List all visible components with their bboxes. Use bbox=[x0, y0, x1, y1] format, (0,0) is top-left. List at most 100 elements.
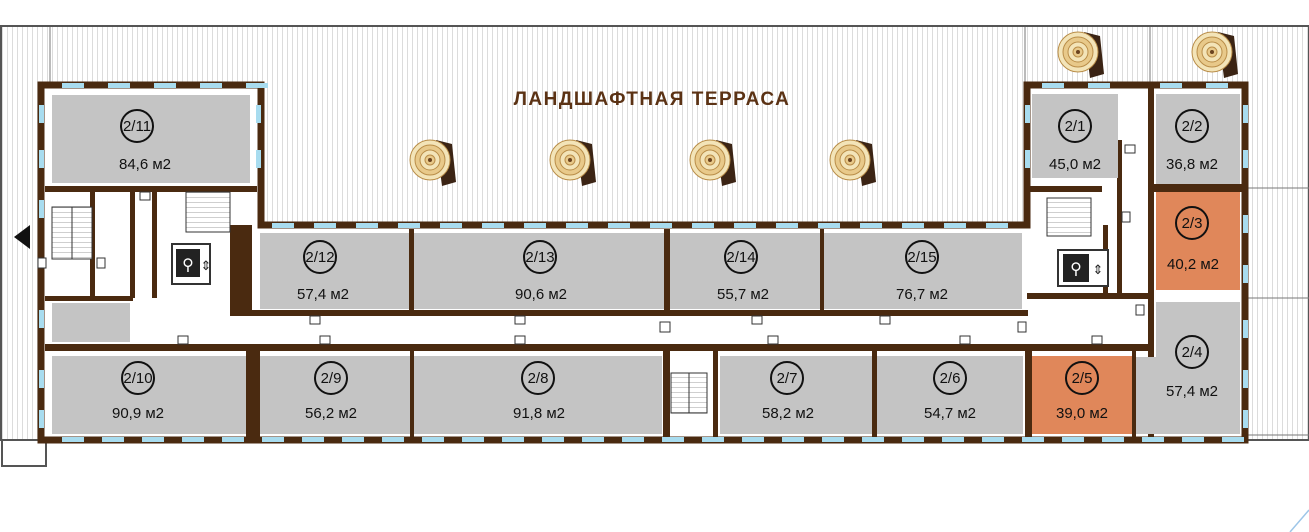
window bbox=[860, 223, 882, 228]
window bbox=[1088, 83, 1110, 88]
window bbox=[182, 437, 204, 442]
window bbox=[862, 437, 884, 442]
window bbox=[1182, 437, 1204, 442]
umbrella-icon bbox=[1057, 31, 1104, 78]
room-2-13[interactable]: 2/13 90,6 м2 bbox=[414, 233, 664, 309]
room-2-10[interactable]: 2/10 90,9 м2 bbox=[52, 356, 246, 434]
utility-room bbox=[52, 303, 130, 342]
room-area: 36,8 м2 bbox=[1166, 156, 1218, 173]
window bbox=[1206, 83, 1228, 88]
room-2-3[interactable]: 2/3 40,2 м2 bbox=[1156, 192, 1240, 290]
window bbox=[566, 223, 588, 228]
window bbox=[582, 437, 604, 442]
window bbox=[1243, 320, 1248, 338]
window bbox=[1142, 437, 1164, 442]
window bbox=[108, 83, 130, 88]
window bbox=[62, 83, 84, 88]
window bbox=[440, 223, 462, 228]
room-number: 2/10 bbox=[123, 370, 152, 387]
window bbox=[302, 437, 324, 442]
room-number: 2/14 bbox=[726, 249, 755, 266]
umbrella-icon bbox=[689, 139, 736, 186]
room-area: 58,2 м2 bbox=[762, 405, 814, 422]
window bbox=[102, 437, 124, 442]
window bbox=[39, 310, 44, 328]
door-icon bbox=[37, 144, 1145, 345]
room-2-6[interactable]: 2/6 54,7 м2 bbox=[877, 356, 1023, 434]
svg-text:⇕: ⇕ bbox=[201, 259, 212, 274]
room-dividers bbox=[246, 184, 1244, 438]
window bbox=[1022, 437, 1044, 442]
window bbox=[382, 437, 404, 442]
room-number: 2/13 bbox=[525, 249, 554, 266]
window bbox=[256, 150, 261, 168]
room-number: 2/4 bbox=[1182, 344, 1203, 361]
window bbox=[39, 150, 44, 168]
window bbox=[422, 437, 444, 442]
window bbox=[1222, 437, 1244, 442]
elevator-icon: ⚲ ⇕ ⚲ ⇕ bbox=[171, 243, 1109, 287]
window bbox=[1025, 105, 1030, 123]
room-number: 2/11 bbox=[123, 118, 151, 135]
window bbox=[482, 223, 504, 228]
window bbox=[39, 200, 44, 218]
umbrella-icon bbox=[409, 139, 456, 186]
room-number: 2/5 bbox=[1072, 370, 1093, 387]
window bbox=[262, 437, 284, 442]
svg-text:⚲: ⚲ bbox=[1070, 259, 1082, 278]
room-area: 56,2 м2 bbox=[305, 405, 357, 422]
room-number: 2/15 bbox=[907, 249, 936, 266]
room-area: 39,0 м2 bbox=[1056, 405, 1108, 422]
room-2-11[interactable]: 2/11 84,6 м2 bbox=[52, 95, 250, 183]
room-2-5[interactable]: 2/5 39,0 м2 bbox=[1032, 356, 1132, 434]
window bbox=[1243, 215, 1248, 233]
window bbox=[246, 83, 268, 88]
room-area: 55,7 м2 bbox=[717, 286, 769, 303]
room-2-7[interactable]: 2/7 58,2 м2 bbox=[720, 356, 872, 434]
window bbox=[742, 437, 764, 442]
window bbox=[944, 223, 966, 228]
window bbox=[692, 223, 714, 228]
window bbox=[982, 437, 1004, 442]
corner-line bbox=[1289, 509, 1309, 532]
window bbox=[502, 437, 524, 442]
room-2-15[interactable]: 2/15 76,7 м2 bbox=[824, 233, 1022, 309]
room-area: 45,0 м2 bbox=[1049, 156, 1101, 173]
room-2-1[interactable]: 2/1 45,0 м2 bbox=[1032, 94, 1118, 178]
window bbox=[622, 437, 644, 442]
room-number: 2/1 bbox=[1065, 118, 1086, 135]
window bbox=[902, 223, 924, 228]
room-2-8[interactable]: 2/8 91,8 м2 bbox=[414, 356, 662, 434]
umbrella-icon bbox=[549, 139, 596, 186]
room-area: 57,4 м2 bbox=[1166, 383, 1218, 400]
window bbox=[154, 83, 176, 88]
nav-arrow-icon[interactable] bbox=[14, 225, 30, 249]
window bbox=[398, 223, 420, 228]
room-2-14[interactable]: 2/14 55,7 м2 bbox=[670, 233, 820, 309]
window bbox=[1243, 370, 1248, 388]
room-area: 57,4 м2 bbox=[297, 286, 349, 303]
room-2-12[interactable]: 2/12 57,4 м2 bbox=[260, 233, 410, 309]
room-area: 76,7 м2 bbox=[896, 286, 948, 303]
window bbox=[314, 223, 336, 228]
staircase-icon bbox=[51, 191, 1092, 414]
window bbox=[822, 437, 844, 442]
room-area: 40,2 м2 bbox=[1167, 256, 1219, 273]
window bbox=[1102, 437, 1124, 442]
window bbox=[1243, 410, 1248, 428]
window bbox=[776, 223, 798, 228]
window bbox=[986, 223, 1008, 228]
room-area: 91,8 м2 bbox=[513, 405, 565, 422]
room-2-9[interactable]: 2/9 56,2 м2 bbox=[260, 356, 410, 434]
room-area: 90,6 м2 bbox=[515, 286, 567, 303]
window bbox=[1243, 150, 1248, 168]
room-number: 2/12 bbox=[305, 249, 334, 266]
window bbox=[356, 223, 378, 228]
window bbox=[272, 223, 294, 228]
room-2-4[interactable]: 2/4 57,4 м2 bbox=[1135, 302, 1240, 434]
room-2-2[interactable]: 2/2 36,8 м2 bbox=[1156, 94, 1240, 184]
window bbox=[256, 105, 261, 123]
room-area: 54,7 м2 bbox=[924, 405, 976, 422]
window bbox=[662, 437, 684, 442]
